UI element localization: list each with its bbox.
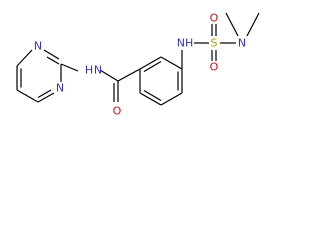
sulfamide-nh-label: NH	[177, 37, 194, 50]
bond-carbonyl-ring	[117, 68, 141, 82]
pyrimidine-n1-label: N	[34, 40, 42, 53]
sulfonyl-o-bottom-label: O	[210, 61, 219, 74]
amide-h-label: H	[85, 64, 93, 77]
sulfur-label: S	[211, 37, 218, 50]
sulfonyl-o-top-label: O	[210, 12, 219, 25]
dimethyl-n-label: N	[238, 37, 246, 50]
carbonyl-bond	[113, 81, 119, 102]
methyl-bonds	[225, 12, 260, 37]
amide-n-label: N	[94, 64, 102, 77]
pyrimidine-n3-label: N	[56, 82, 64, 95]
sulfonyl-bonds	[211, 24, 217, 61]
carbonyl-o-label: O	[113, 105, 122, 118]
pyrimidine-ring	[16, 49, 62, 103]
benzene-ring	[139, 56, 183, 106]
bond-c2-nh	[60, 63, 79, 72]
chemical-structure: N N N H O NH S O O N	[16, 12, 260, 118]
bond-nh-carbonyl	[99, 69, 119, 82]
